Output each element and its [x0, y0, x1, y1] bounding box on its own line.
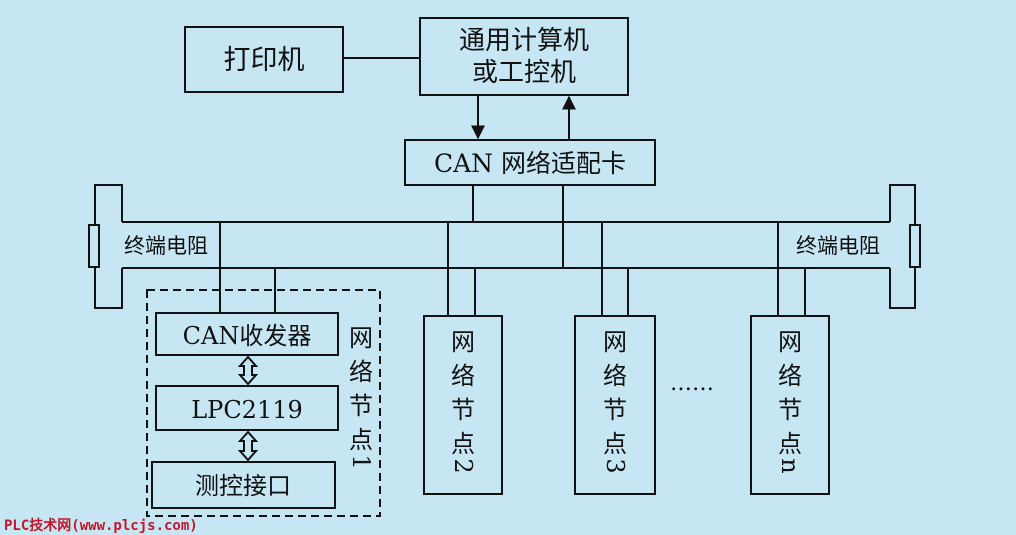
- terminator-left-label: 终端电阻: [124, 234, 208, 258]
- node1-label-char: 点: [349, 426, 373, 454]
- node3-label-char: 网: [603, 328, 627, 356]
- node2-label-char: 络: [451, 362, 475, 390]
- node3-label-char: 点: [603, 430, 627, 458]
- node2-label-char: 网: [451, 328, 475, 356]
- printer-box: [184, 26, 344, 93]
- noden-label-char: 节: [778, 396, 802, 424]
- noden-label-char: n: [776, 458, 804, 473]
- computer-box: [419, 17, 629, 96]
- can-card-box: [404, 139, 656, 186]
- can-transceiver-box: [155, 312, 339, 356]
- node1-label-char: 网: [349, 324, 373, 352]
- noden-label-char: 网: [778, 328, 802, 356]
- node2-box: [423, 315, 503, 495]
- node3-label-char: 络: [603, 362, 627, 390]
- computer-label-line1: 通用计算机: [459, 26, 589, 56]
- double-arrow-transceiver-mcu: [237, 355, 259, 386]
- node3-label-char: 3: [601, 458, 629, 473]
- node2-label-char: 点: [451, 430, 475, 458]
- left-resistor: [88, 224, 100, 268]
- lpc2119-label: LPC2119: [191, 396, 303, 424]
- node1-label-char: 1: [347, 454, 375, 469]
- watermark: PLC技术网(www.plcjs.com): [4, 517, 198, 534]
- right-resistor: [909, 224, 921, 268]
- noden-label-char: 络: [778, 362, 802, 390]
- node3-box: [574, 315, 656, 495]
- printer-label: 打印机: [224, 45, 305, 76]
- interface-label: 测控接口: [195, 472, 291, 500]
- can-card-label: CAN 网络适配卡: [434, 149, 626, 178]
- computer-label-line2: 或工控机: [472, 58, 576, 88]
- terminator-right-label: 终端电阻: [796, 234, 880, 258]
- ellipsis: ……: [670, 371, 714, 396]
- lpc2119-box: [155, 385, 339, 431]
- noden-box: [750, 315, 830, 495]
- node2-label-char: 节: [451, 396, 475, 424]
- noden-label-char: 点: [778, 430, 802, 458]
- node1-label-char: 络: [349, 358, 373, 386]
- node1-frame: [146, 289, 381, 517]
- node1-label-char: 节: [349, 392, 373, 420]
- node3-label-char: 节: [603, 396, 627, 424]
- can-transceiver-label: CAN收发器: [183, 322, 312, 350]
- node2-label-char: 2: [449, 458, 477, 473]
- interface-box: [151, 461, 336, 509]
- double-arrow-mcu-interface: [237, 430, 259, 462]
